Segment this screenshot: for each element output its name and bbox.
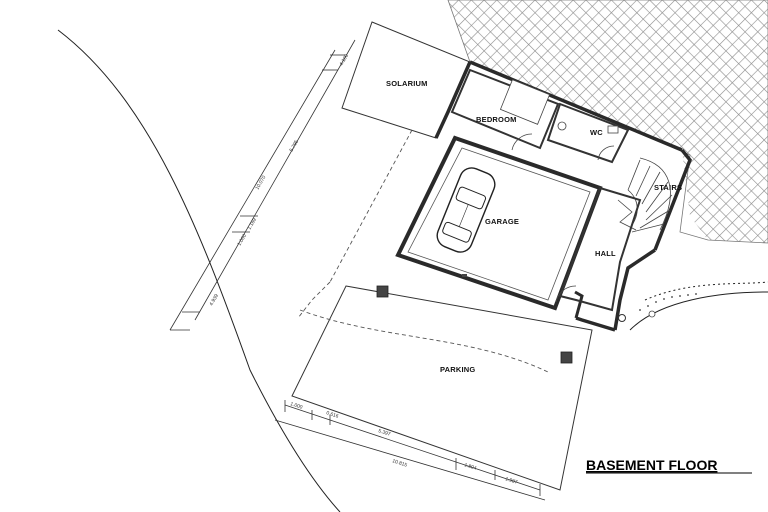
- parking-pillar-right: [560, 351, 573, 364]
- dashed-outline: [297, 129, 413, 319]
- bedroom-label: BEDROOM: [476, 115, 517, 124]
- bedroom-room: BEDROOM: [450, 68, 560, 151]
- garage-room: GARAGE: [395, 135, 603, 311]
- bedroom-door-swing: [511, 133, 533, 151]
- wc-room: WC: [546, 102, 630, 164]
- hall-door-swing: [555, 285, 577, 303]
- bottom-dimension-lines: [274, 400, 546, 501]
- parking-area: PARKING: [291, 285, 593, 491]
- left-dimension-lines: [169, 39, 356, 331]
- parking-curve: [299, 309, 549, 373]
- garage-label: GARAGE: [485, 217, 519, 226]
- dim-bottom-4: 10.815: [391, 458, 408, 468]
- dim-left-3: 5.795: [289, 139, 301, 153]
- dim-left-2: 10.070: [255, 175, 268, 191]
- dotted-path: [639, 293, 697, 318]
- dim-left-4: 1.169: [247, 217, 259, 231]
- dim-bottom-2: 0.616: [325, 410, 339, 420]
- hall-label: HALL: [595, 249, 616, 258]
- wc-label: WC: [590, 128, 603, 137]
- title-block: BASEMENT FLOOR: [586, 457, 752, 474]
- dim-left-5: 1.000: [237, 233, 249, 247]
- solarium-label: SOLARIUM: [386, 79, 428, 88]
- parking-label: PARKING: [440, 365, 475, 374]
- dim-left-1: 4.100: [339, 53, 351, 67]
- wc-door-swing: [597, 145, 615, 161]
- parking-pillar-left: [376, 285, 389, 298]
- garage-column-marker: [462, 274, 467, 277]
- hall-post: [618, 314, 626, 322]
- car-icon: [436, 167, 496, 253]
- building-walls: [434, 60, 692, 332]
- dim-left-6: 4.939: [209, 293, 221, 307]
- plan-title: BASEMENT FLOOR: [586, 457, 717, 473]
- left-dimension-labels: 4.100 10.070 5.795 1.169 1.000 4.939: [209, 53, 351, 307]
- dim-bottom-5: 1.804: [463, 462, 477, 472]
- sink-icon: [607, 125, 619, 134]
- site-boundary: [57, 29, 768, 512]
- solarium-room: SOLARIUM: [341, 21, 471, 139]
- bottom-dimension-labels: 1.000 0.616 5.397 10.815 1.804 1.987: [289, 401, 518, 486]
- dim-bottom-1: 1.000: [289, 401, 303, 411]
- stairs-label: STAIRS: [654, 183, 682, 192]
- bed-icon: [499, 79, 551, 125]
- toilet-icon: [557, 121, 567, 131]
- dim-bottom-3: 5.397: [377, 428, 391, 438]
- dim-bottom-6: 1.987: [504, 476, 518, 486]
- hall-room: HALL: [555, 186, 642, 322]
